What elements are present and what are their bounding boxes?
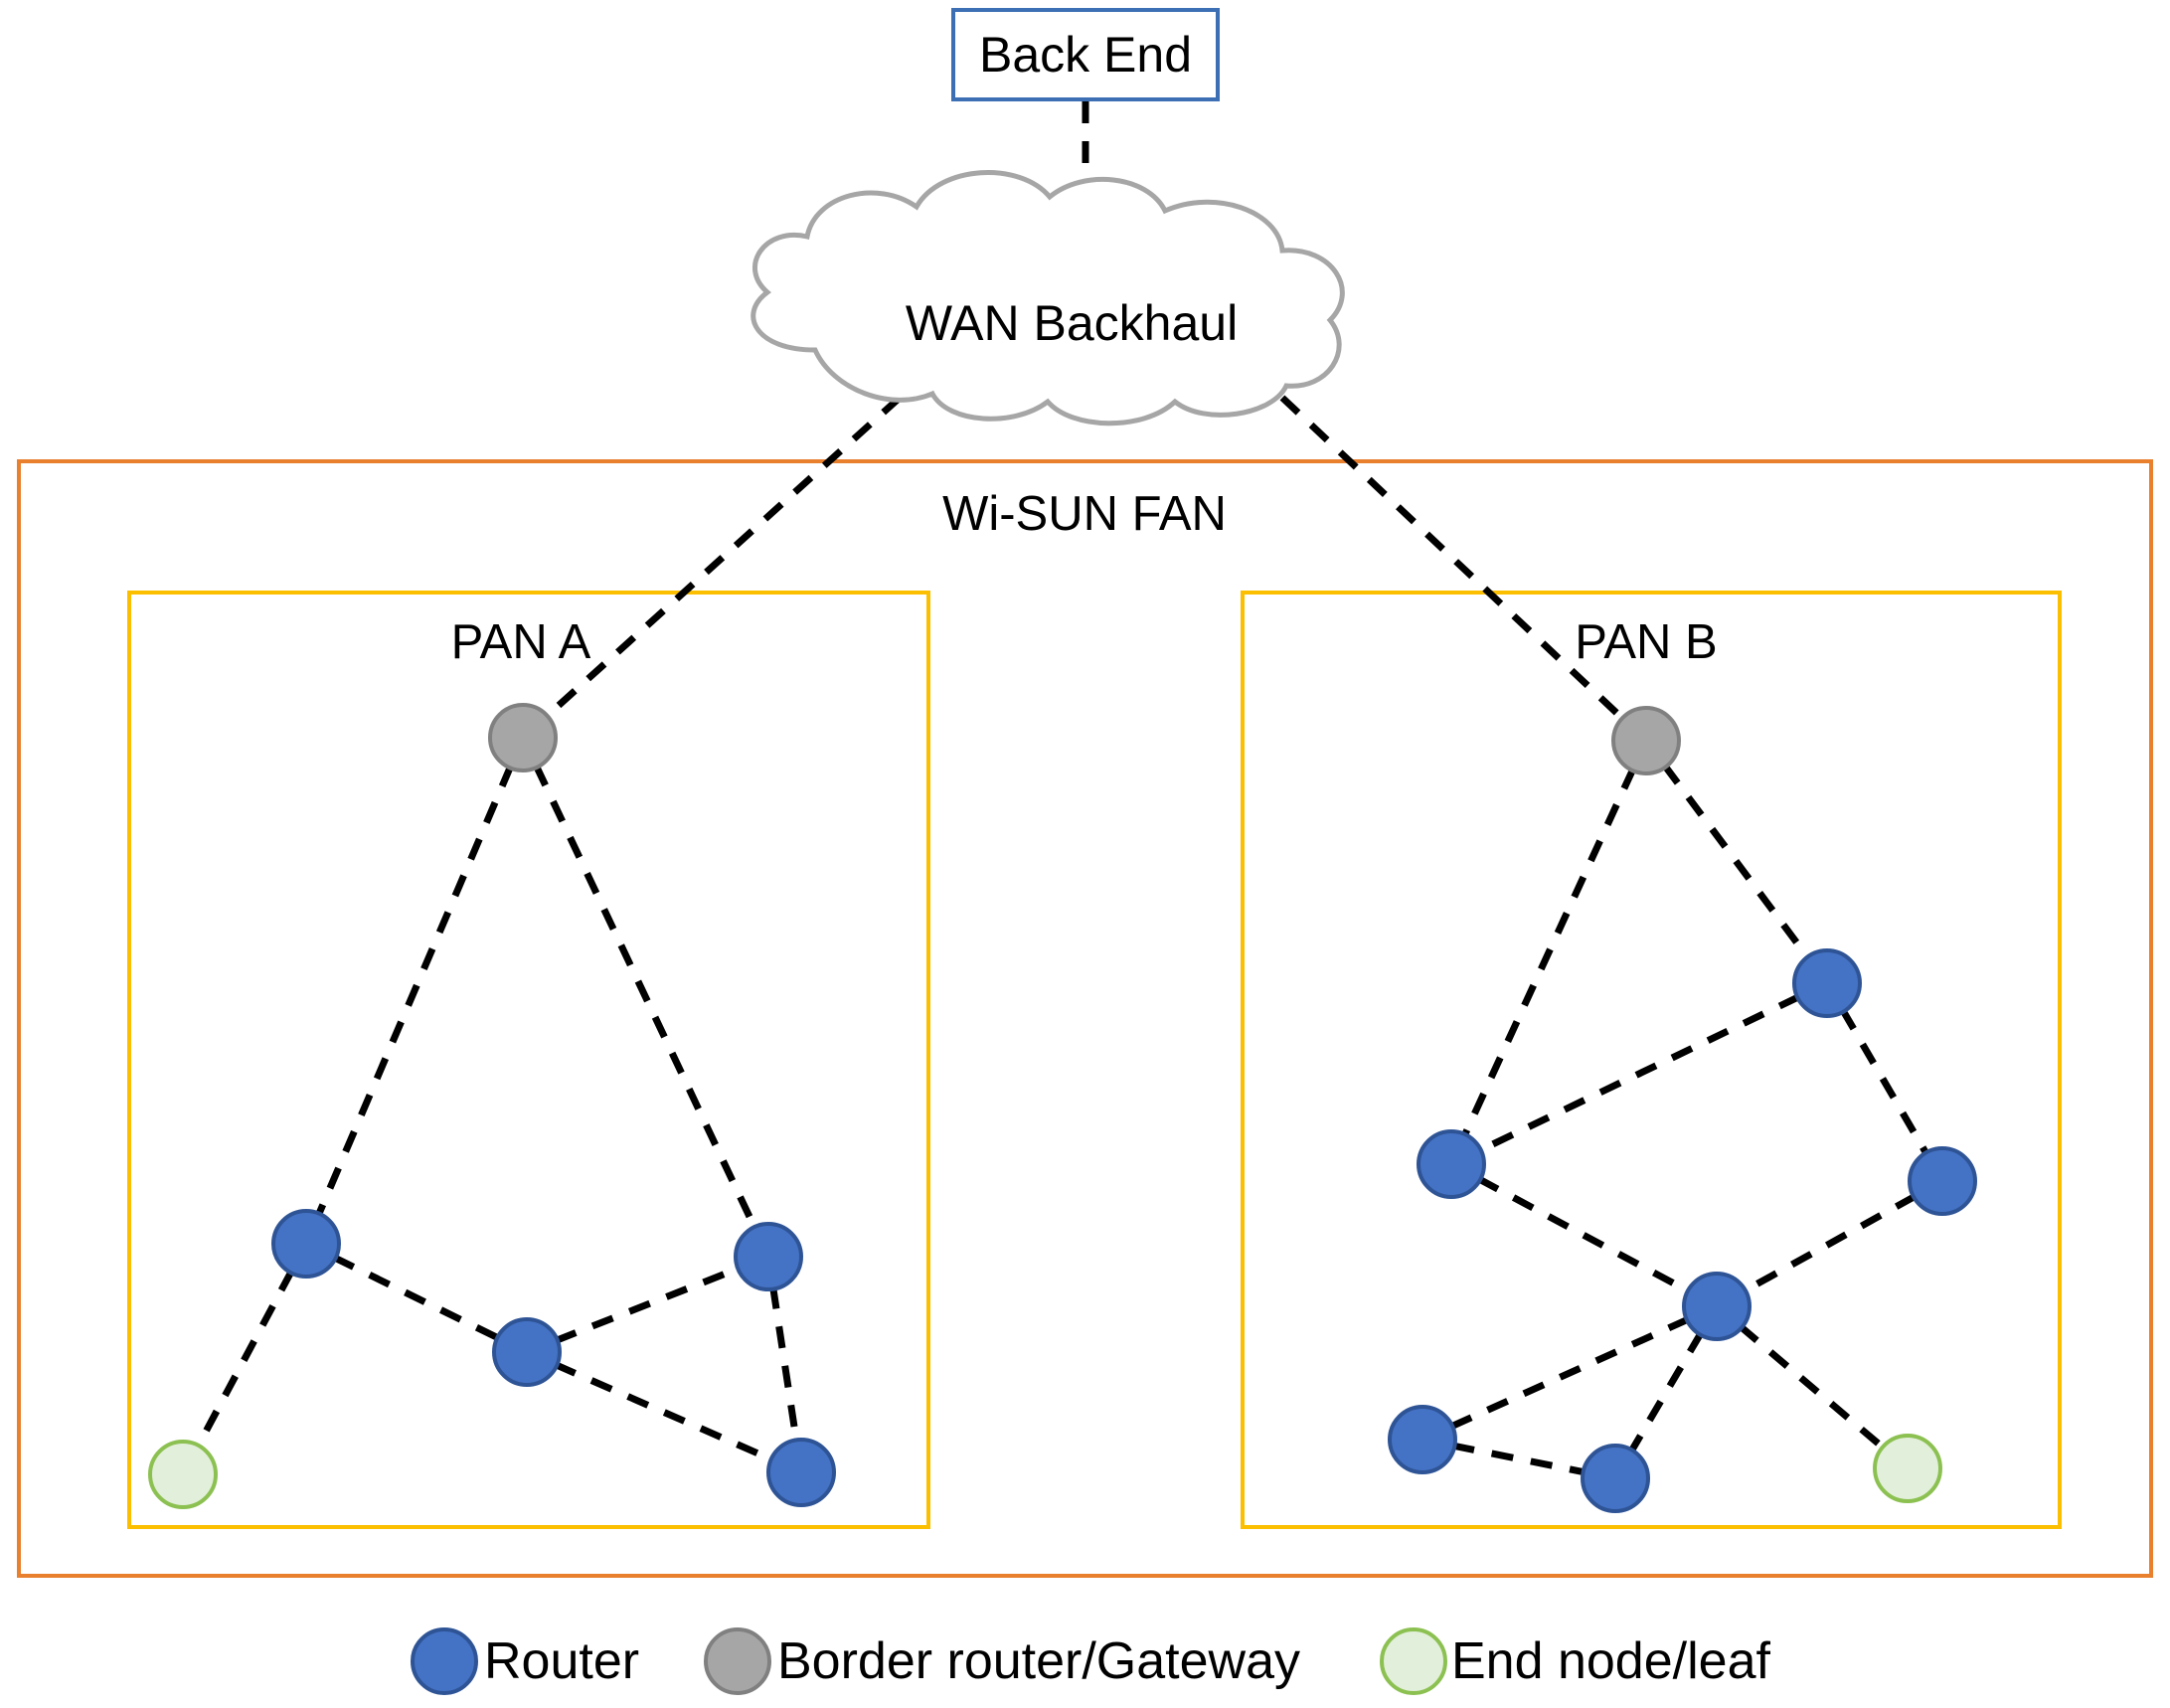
node-router-a-r4[interactable] xyxy=(766,1438,836,1507)
node-router-b-r5[interactable] xyxy=(1388,1405,1457,1474)
link-b-r2-to-b-r4 xyxy=(1476,1175,1692,1295)
link-a-r3-to-a-r4 xyxy=(769,1286,800,1443)
link-b-r1-to-b-r2 xyxy=(1477,993,1801,1154)
back-end-box[interactable]: Back End xyxy=(951,8,1220,101)
legend-marker-layer xyxy=(411,1627,1447,1695)
legend-swatch-border-router xyxy=(704,1627,771,1695)
wan-cloud-shape xyxy=(751,170,1345,427)
link-b-r4-to-b-r5 xyxy=(1448,1315,1691,1431)
link-cloud-to-b-gw xyxy=(1279,395,1626,723)
legend-label-end-node: End node/leaf xyxy=(1451,1632,1770,1690)
back-end-label: Back End xyxy=(978,27,1192,83)
node-router-b-r6[interactable] xyxy=(1581,1444,1650,1513)
link-cloud-to-a-gw xyxy=(543,395,903,720)
pan-b-boundary xyxy=(1241,591,2062,1529)
node-router-a-r3[interactable] xyxy=(734,1222,803,1291)
node-router-b-r4[interactable] xyxy=(1682,1272,1752,1341)
node-border-router-b-gw[interactable] xyxy=(1611,706,1681,775)
legend-label-router: Router xyxy=(484,1632,640,1690)
legend-label-border-router: Border router/Gateway xyxy=(777,1632,1301,1690)
link-b-r5-to-b-r6 xyxy=(1451,1442,1586,1476)
link-b-r3-to-b-r4 xyxy=(1742,1192,1918,1295)
link-b-r1-to-b-r3 xyxy=(1839,1008,1930,1156)
wan-cloud-label: WAN Backhaul xyxy=(905,295,1239,351)
link-b-r4-to-b-r6 xyxy=(1627,1330,1705,1454)
pan-a-label: PAN A xyxy=(450,615,591,669)
link-a-gw-to-a-r1 xyxy=(314,765,515,1217)
node-router-b-r3[interactable] xyxy=(1908,1146,1977,1216)
link-b-gw-to-b-r1 xyxy=(1661,763,1812,961)
link-a-r1-to-a-l1 xyxy=(194,1269,295,1450)
node-end-node-b-l1[interactable] xyxy=(1873,1434,1942,1503)
link-a-gw-to-a-r3 xyxy=(533,764,758,1231)
node-layer xyxy=(148,703,1977,1513)
legend-swatch-router xyxy=(411,1627,478,1695)
pan-b-label: PAN B xyxy=(1575,615,1718,669)
wi-sun-fan-boundary xyxy=(17,459,2153,1578)
node-router-b-r1[interactable] xyxy=(1792,948,1862,1018)
link-a-r2-to-a-r3 xyxy=(554,1265,742,1344)
wi-sun-fan-label: Wi-SUN FAN xyxy=(942,487,1227,541)
link-a-r1-to-a-r2 xyxy=(332,1254,501,1342)
node-router-b-r2[interactable] xyxy=(1417,1129,1486,1199)
link-b-gw-to-b-r2 xyxy=(1460,767,1637,1138)
link-a-r2-to-a-r4 xyxy=(553,1361,775,1463)
link-layer xyxy=(194,101,1930,1476)
legend-swatch-end-node xyxy=(1380,1627,1447,1695)
node-end-node-a-l1[interactable] xyxy=(148,1440,218,1509)
pan-a-boundary xyxy=(127,591,930,1529)
node-router-a-r1[interactable] xyxy=(271,1209,341,1279)
node-border-router-a-gw[interactable] xyxy=(488,703,558,772)
node-router-a-r2[interactable] xyxy=(492,1317,562,1387)
link-b-r4-to-b-l1 xyxy=(1738,1323,1887,1452)
